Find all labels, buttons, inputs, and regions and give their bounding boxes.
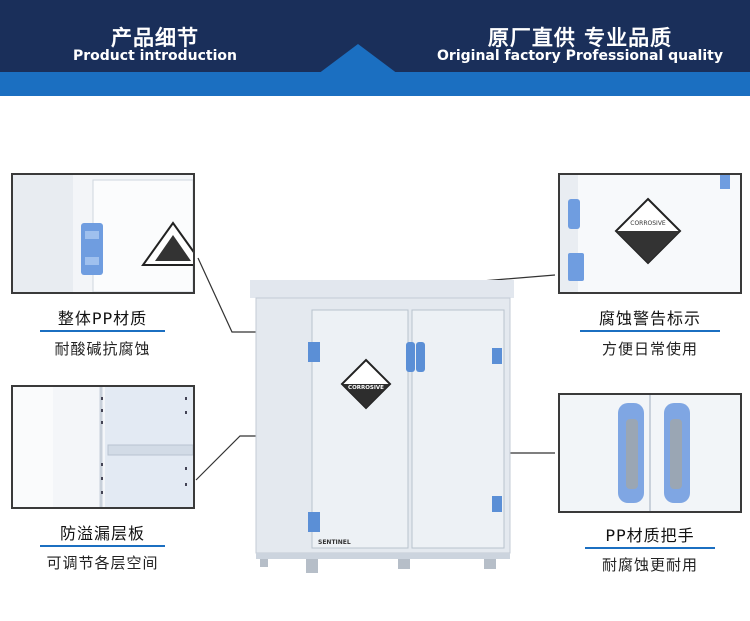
cabinet-label-text: CORROSIVE — [348, 385, 384, 391]
material-photo-illustration — [13, 175, 193, 292]
warning-label-text: CORROSIVE — [630, 220, 666, 227]
header-banner: 产品细节 Product introduction 原厂直供 专业品质 Orig… — [0, 0, 750, 96]
feature-title-shelf: 防溢漏层板 — [59, 524, 145, 543]
banner-right-title: 原厂直供 专业品质 — [487, 26, 673, 50]
banner-left-title: 产品细节 — [111, 26, 199, 50]
feature-underline-warning — [580, 330, 720, 332]
feature-underline-material — [40, 330, 165, 332]
banner-right-subtitle: Original factory Professional quality — [437, 48, 723, 64]
feature-underline-handle — [585, 547, 715, 549]
detail-photo-material — [11, 173, 195, 294]
feature-subtitle-warning: 方便日常使用 — [601, 340, 698, 358]
feature-title-warning: 腐蚀警告标示 — [598, 309, 701, 328]
feature-underline-shelf — [40, 545, 165, 547]
warning-photo-illustration: CORROSIVE — [560, 175, 740, 292]
feature-subtitle-shelf: 可调节各层空间 — [46, 554, 159, 572]
feature-title-handle: PP材质把手 — [605, 526, 695, 545]
shelf-photo-illustration — [13, 387, 193, 507]
feature-subtitle-handle: 耐腐蚀更耐用 — [601, 556, 698, 574]
detail-photo-handle — [558, 393, 742, 513]
cabinet-brand: SENTINEL — [318, 539, 351, 546]
handle-photo-illustration — [560, 395, 740, 511]
banner-strip — [0, 72, 750, 96]
feature-title-material: 整体PP材质 — [57, 309, 148, 328]
banner-left-subtitle: Product introduction — [73, 48, 237, 64]
detail-photo-warning: CORROSIVE — [558, 173, 742, 294]
banner-notch — [318, 44, 398, 74]
detail-photo-shelf — [11, 385, 195, 509]
cabinet-body: CORROSIVE SENTINEL — [250, 280, 514, 573]
feature-subtitle-material: 耐酸碱抗腐蚀 — [54, 340, 151, 358]
